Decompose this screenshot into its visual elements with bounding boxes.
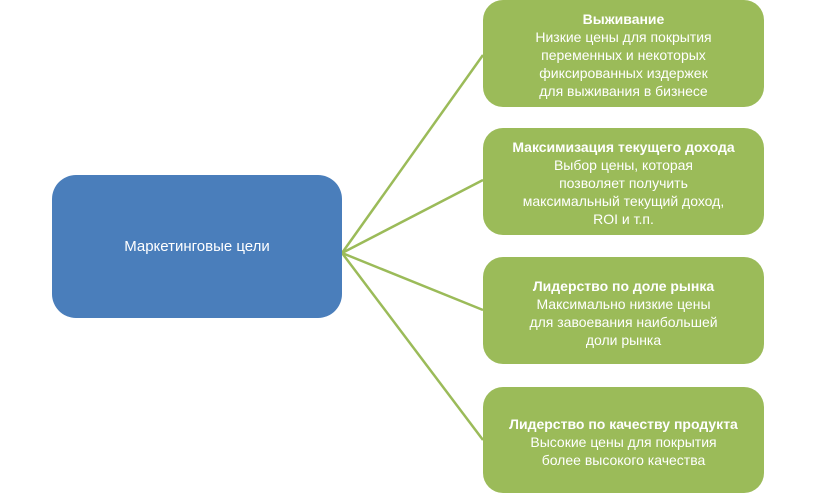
goal-box-market-share: Лидерство по доле рынка Максимально низк… (483, 257, 764, 364)
connector-line-3 (341, 251, 484, 312)
connector-line-2 (341, 178, 484, 255)
goal-box-survival: Выживание Низкие цены для покрытия перем… (483, 0, 764, 107)
goal-title: Лидерство по качеству продукта (509, 416, 738, 432)
connector-line-1 (340, 54, 485, 254)
goal-box-max-income: Максимизация текущего дохода Выбор цены,… (483, 128, 764, 235)
goal-title: Максимизация текущего дохода (512, 139, 735, 155)
goal-description: Низкие цены для покрытия переменных и не… (535, 29, 712, 99)
goal-title: Лидерство по доле рынка (532, 278, 715, 294)
goal-description: Максимально низкие цены для завоевания н… (529, 296, 718, 348)
center-node: Маркетинговые цели (52, 175, 342, 318)
connector-line-4 (341, 252, 484, 441)
goal-box-quality-leadership: Лидерство по качеству продукта Высокие ц… (483, 387, 764, 493)
goal-description: Высокие цены для покрытия более высокого… (530, 434, 717, 468)
goal-title: Выживание (582, 11, 665, 27)
center-node-label: Маркетинговые цели (124, 238, 270, 255)
goal-description: Выбор цены, которая позволяет получить м… (522, 157, 725, 227)
